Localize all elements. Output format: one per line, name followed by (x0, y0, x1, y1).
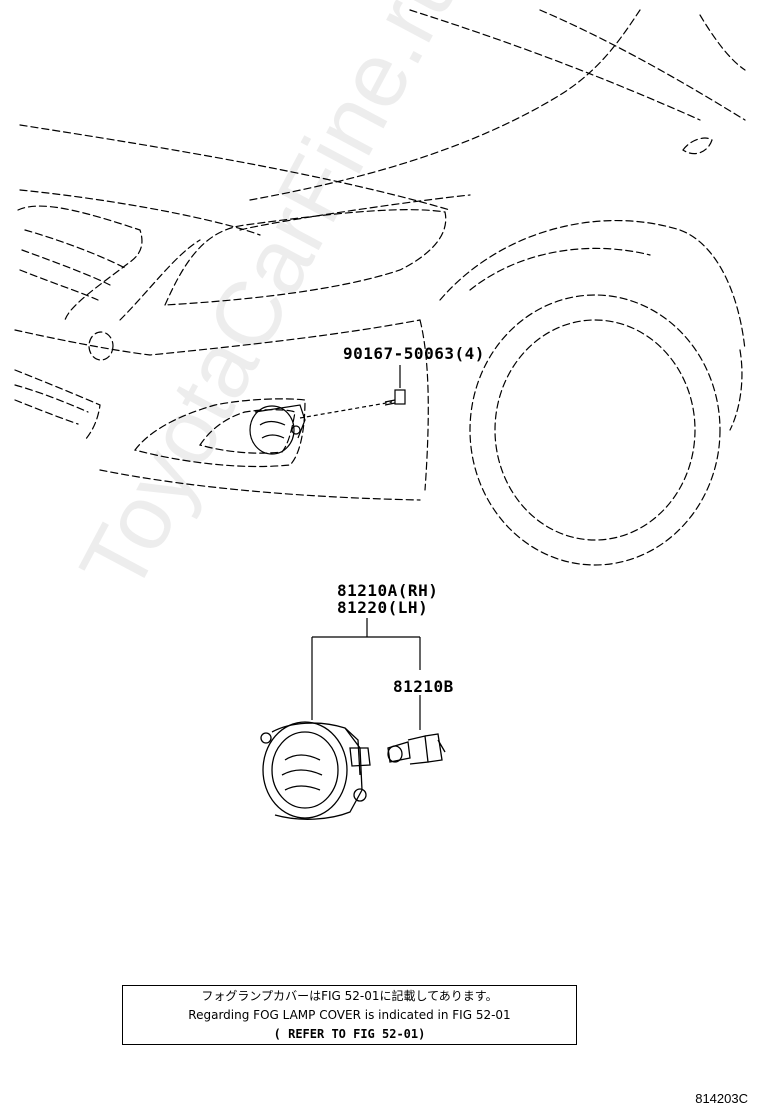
fog-lamp-assembly (260, 721, 371, 820)
fog-lamp-installed (249, 405, 295, 455)
figure-code: 814203C (695, 1091, 748, 1106)
callout-bulb: 81210B (393, 677, 454, 696)
callout-bolt: 90167-50063(4) (343, 344, 485, 363)
note-box: フォグランプカバーはFIG 52-01に記載してあります。 Regarding … (122, 985, 577, 1045)
callout-lamp-lh: 81220(LH) (337, 598, 429, 617)
note-english: Regarding FOG LAMP COVER is indicated in… (188, 1008, 511, 1022)
callout-lamp-rh: 81210A(RH) (337, 581, 439, 600)
note-japanese: フォグランプカバーはFIG 52-01に記載してあります。 (201, 989, 498, 1003)
bulb-part (387, 733, 446, 765)
bolt-part (384, 365, 406, 406)
note-reference: ( REFER TO FIG 52-01) (273, 1027, 426, 1041)
